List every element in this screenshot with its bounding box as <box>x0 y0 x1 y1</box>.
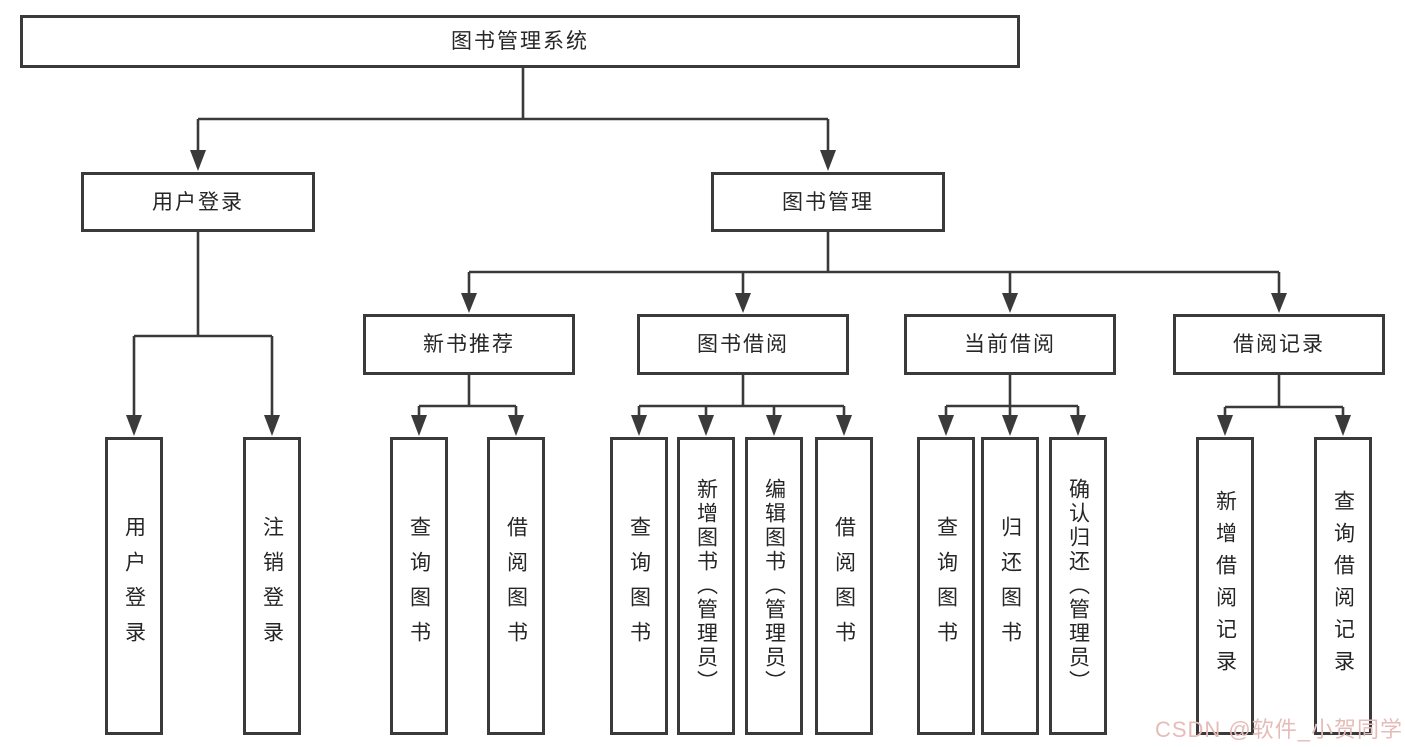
node-leaf-user-login: 用户登录 <box>105 437 163 735</box>
node-leaf-logout-label: 注销登录 <box>260 516 284 656</box>
node-leaf-edit-book-admin: 编辑图书（管理员） <box>745 437 803 735</box>
node-borrow-records: 借阅记录 <box>1173 314 1385 375</box>
connector-user-login-children <box>126 232 280 436</box>
node-leaf-borrow-book-new-label: 借阅图书 <box>504 516 528 656</box>
node-borrow-records-label: 借阅记录 <box>1233 333 1325 356</box>
node-leaf-add-borrow-record-label: 新增借阅记录 <box>1213 490 1237 682</box>
csdn-watermark: CSDN @软件_小贺同学 <box>1154 717 1403 742</box>
connector-current-borrow-children <box>938 375 1086 436</box>
node-leaf-confirm-return-admin-label: 确认归还（管理员） <box>1066 478 1090 694</box>
node-leaf-user-login-label: 用户登录 <box>122 516 146 656</box>
node-leaf-add-book-admin: 新增图书（管理员） <box>677 437 735 735</box>
node-leaf-edit-book-admin-label: 编辑图书（管理员） <box>762 478 786 694</box>
node-leaf-query-book-new: 查询图书 <box>390 437 448 735</box>
node-book-mgmt-label: 图书管理 <box>782 190 874 214</box>
node-leaf-query-borrow-record-label: 查询借阅记录 <box>1331 490 1355 682</box>
node-leaf-return-book: 归还图书 <box>981 437 1039 735</box>
node-new-book-rec-label: 新书推荐 <box>423 333 515 356</box>
connector-borrow-records-children <box>1217 375 1351 436</box>
node-leaf-add-borrow-record: 新增借阅记录 <box>1196 437 1254 735</box>
node-book-mgmt: 图书管理 <box>711 172 945 232</box>
node-book-borrow: 图书借阅 <box>637 314 849 375</box>
node-leaf-borrow-book-borrow-label: 借阅图书 <box>832 516 856 656</box>
node-leaf-query-book-borrow: 查询图书 <box>610 437 668 735</box>
node-root-label: 图书管理系统 <box>451 30 589 53</box>
node-current-borrow-label: 当前借阅 <box>964 333 1056 356</box>
node-leaf-return-book-label: 归还图书 <box>998 516 1022 656</box>
node-current-borrow: 当前借阅 <box>904 314 1116 375</box>
connector-root-to-level1 <box>190 68 836 171</box>
node-leaf-borrow-book-borrow: 借阅图书 <box>815 437 873 735</box>
node-user-login: 用户登录 <box>81 172 315 232</box>
node-leaf-query-borrow-record: 查询借阅记录 <box>1314 437 1372 735</box>
node-root: 图书管理系统 <box>20 15 1020 68</box>
node-leaf-query-book-current: 查询图书 <box>917 437 975 735</box>
node-leaf-query-book-current-label: 查询图书 <box>934 516 958 656</box>
node-leaf-add-book-admin-label: 新增图书（管理员） <box>694 478 718 694</box>
node-leaf-query-book-new-label: 查询图书 <box>407 516 431 656</box>
node-leaf-borrow-book-new: 借阅图书 <box>487 437 545 735</box>
node-leaf-confirm-return-admin: 确认归还（管理员） <box>1049 437 1107 735</box>
connector-book-borrow-children <box>631 375 852 436</box>
connector-book-mgmt-children <box>461 232 1287 313</box>
node-book-borrow-label: 图书借阅 <box>697 333 789 356</box>
node-user-login-label: 用户登录 <box>152 190 244 214</box>
node-new-book-rec: 新书推荐 <box>363 314 575 375</box>
node-leaf-logout: 注销登录 <box>243 437 301 735</box>
node-leaf-query-book-borrow-label: 查询图书 <box>627 516 651 656</box>
connector-new-book-rec-children <box>411 375 524 436</box>
